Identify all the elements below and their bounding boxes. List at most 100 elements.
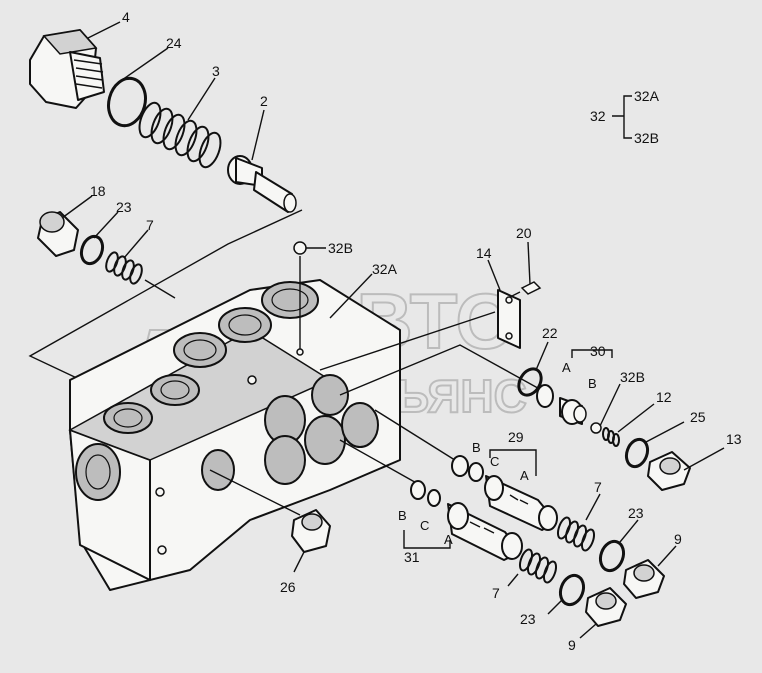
- part-2-poppet: [227, 155, 297, 213]
- leader-12: [617, 403, 655, 433]
- part-23-o-ring-low: [558, 573, 586, 607]
- part-29-spool: [451, 455, 558, 531]
- port-side-2: [304, 415, 346, 465]
- port-top-2: [218, 307, 272, 343]
- port-top-3: [173, 332, 227, 368]
- label-32b-top: 32B: [328, 240, 353, 256]
- label-14: 14: [476, 245, 492, 261]
- leader-7-mid: [585, 493, 601, 521]
- leader-32a: [329, 273, 373, 319]
- assembly-line-7: [144, 279, 176, 299]
- part-30-piston: [536, 384, 587, 425]
- assembly-line-14: [319, 311, 496, 371]
- label-25: 25: [690, 409, 706, 425]
- leader-2: [251, 109, 265, 161]
- port-top-4: [150, 374, 200, 406]
- part-24-o-ring: [107, 76, 147, 128]
- part-18-plug: [37, 211, 79, 257]
- bracket-29: [489, 449, 537, 476]
- part-14-plate: [497, 289, 521, 349]
- label-29-b: B: [472, 440, 481, 455]
- legend-branch-b: 32B: [634, 130, 659, 146]
- label-2: 2: [260, 93, 268, 109]
- part-26-plug: [291, 509, 331, 553]
- label-12: 12: [656, 389, 672, 405]
- bracket-31: [403, 530, 451, 549]
- label-4: 4: [122, 9, 130, 25]
- label-29: 29: [508, 429, 524, 445]
- label-31-b: B: [398, 508, 407, 523]
- leader-22: [535, 341, 549, 371]
- leader-23-mid: [619, 519, 639, 543]
- label-23-mid: 23: [628, 505, 644, 521]
- assembly-line-22: [339, 344, 546, 396]
- leader-23-upper: [93, 211, 119, 239]
- part-25-o-ring: [624, 437, 650, 469]
- port-side-4: [311, 374, 349, 416]
- part-4-hex-cap: [29, 29, 105, 109]
- label-31-a: A: [444, 532, 453, 547]
- label-30: 30: [590, 343, 606, 359]
- part-12-spring: [602, 427, 620, 447]
- label-20: 20: [516, 225, 532, 241]
- part-32b-ball-right: [590, 422, 602, 434]
- part-22-o-ring: [517, 367, 543, 397]
- label-13: 13: [726, 431, 742, 447]
- leader-20: [527, 241, 531, 285]
- port-side-3: [341, 402, 379, 448]
- label-31: 31: [404, 549, 420, 565]
- leader-7-low: [507, 573, 519, 587]
- part-13-plug: [647, 451, 691, 491]
- label-30-a: A: [562, 360, 571, 375]
- label-32b-right: 32B: [620, 369, 645, 385]
- leader-32b-right: [599, 383, 621, 427]
- assembly-line-31: [339, 439, 421, 486]
- leader-26: [293, 551, 305, 573]
- leader-25: [645, 421, 685, 443]
- leader-13: [683, 447, 725, 471]
- leader-9-upper: [657, 545, 677, 567]
- valve-body: [68, 279, 401, 591]
- leader-9-lower: [579, 623, 597, 639]
- part-23-o-ring-mid: [598, 539, 626, 573]
- label-7-low: 7: [492, 585, 500, 601]
- port-side-6: [201, 449, 235, 491]
- label-30-b: B: [588, 376, 597, 391]
- callout-labels: 4 24 3 2 18 23 7 32B 32A 14 20 22 30 A B…: [90, 9, 742, 653]
- leader-24: [121, 47, 169, 81]
- leader-7-upper: [123, 229, 149, 259]
- part-7-spring-upper: [105, 251, 143, 285]
- label-26: 26: [280, 579, 296, 595]
- label-7-upper: 7: [146, 217, 154, 233]
- port-top-1: [261, 281, 319, 319]
- label-3: 3: [212, 63, 220, 79]
- part-7-spring-mid: [556, 516, 596, 552]
- assembly-line-29: [374, 409, 459, 463]
- label-32a: 32A: [372, 261, 398, 277]
- label-29-c: C: [490, 454, 499, 469]
- port-top-5: [103, 402, 153, 434]
- label-9-upper: 9: [674, 531, 682, 547]
- leader-18: [61, 195, 93, 219]
- leader-14: [487, 259, 501, 291]
- label-24: 24: [166, 35, 182, 51]
- part-32b-ball-top: [293, 241, 307, 255]
- part-3-spring: [138, 101, 222, 169]
- label-7-mid: 7: [594, 479, 602, 495]
- part-9-plug-lower: [585, 587, 627, 627]
- assembly-line-26: [209, 469, 301, 516]
- part-9-plug-upper: [623, 559, 665, 599]
- label-23-low: 23: [520, 611, 536, 627]
- part-23-o-ring-upper: [79, 234, 105, 266]
- legend-branch-a: 32A: [634, 88, 660, 104]
- port-side-5: [264, 435, 306, 485]
- port-front: [75, 443, 121, 501]
- part-7-spring-low: [518, 548, 558, 584]
- legend-32: 32 32A 32B: [590, 88, 660, 146]
- label-23-upper: 23: [116, 199, 132, 215]
- bracket-30: [571, 349, 613, 358]
- label-31-c: C: [420, 518, 429, 533]
- leader-4: [87, 21, 121, 39]
- label-22: 22: [542, 325, 558, 341]
